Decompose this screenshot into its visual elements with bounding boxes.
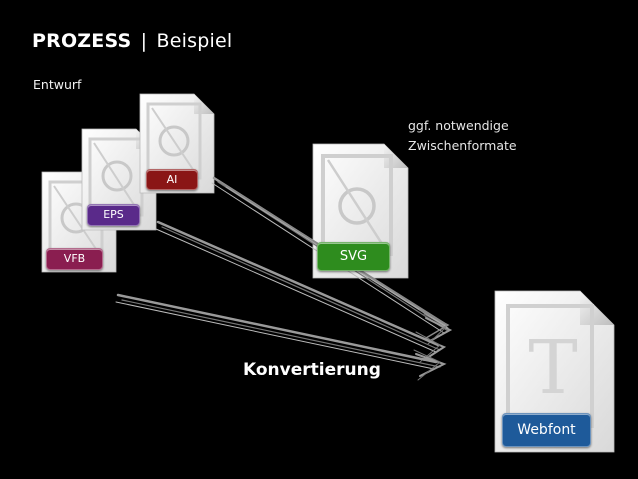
arrow-eps-to-webfont (155, 220, 447, 363)
intermediate-formats-note: ggf. notwendige Zwischenformate (408, 116, 548, 156)
vfb-badge: VFB (46, 248, 103, 270)
eps-badge: EPS (87, 204, 140, 226)
svg-badge: SVG (317, 242, 390, 271)
font-glyph-icon: T (528, 325, 577, 411)
arrow-vfb-to-webfont (115, 293, 447, 381)
conversion-label: Konvertierung (243, 360, 381, 380)
note-line-2: Zwischenformate (408, 138, 517, 153)
title-sub: Beispiel (156, 30, 233, 52)
ai-badge: AI (146, 169, 198, 190)
webfont-badge: Webfont (502, 413, 591, 447)
title-main: PROZESS (32, 30, 132, 52)
title-separator: | (140, 30, 148, 52)
ai-document-icon (139, 93, 215, 194)
subheading: Entwurf (33, 77, 82, 92)
webfont-document-icon: T (494, 290, 615, 453)
slide-title: PROZESS | Beispiel (32, 30, 232, 52)
note-line-1: ggf. notwendige (408, 118, 509, 133)
